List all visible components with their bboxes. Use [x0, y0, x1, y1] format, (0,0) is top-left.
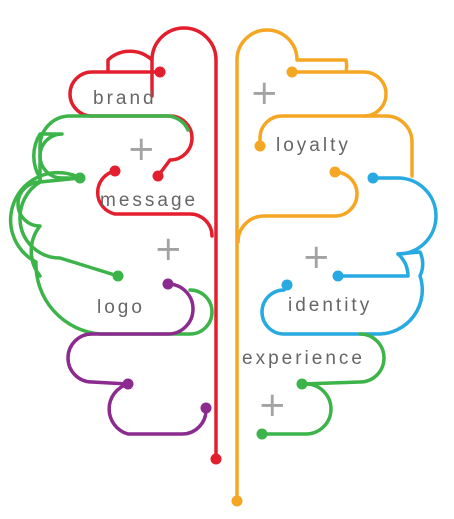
purple-wire — [66, 282, 195, 386]
label-experience: experience — [242, 348, 365, 369]
blue-node-2 — [332, 270, 344, 282]
green-right-node-1 — [296, 378, 308, 390]
purple-node-3 — [200, 402, 212, 414]
orange-node-3 — [329, 166, 341, 178]
green-right-node-2 — [256, 428, 268, 440]
red-node-2 — [152, 170, 164, 182]
orange-node-end — [231, 495, 243, 507]
label-loyalty: loyalty — [276, 135, 351, 156]
red-inner-wire — [95, 169, 214, 238]
purple-node-1 — [162, 278, 174, 290]
label-logo: logo — [97, 297, 145, 318]
red-node-3 — [109, 165, 121, 177]
green-right-lower-wire — [260, 382, 333, 436]
label-identity: identity — [288, 295, 372, 316]
orange-node-2 — [254, 140, 266, 152]
red-node-end — [210, 453, 222, 465]
green-lobe-upper — [18, 114, 190, 278]
plus-sign-1: + — [127, 129, 156, 169]
label-brand: brand — [93, 88, 157, 109]
orange-inner-wire — [236, 170, 359, 244]
blue-wire — [336, 176, 438, 278]
blue-node-1 — [367, 172, 379, 184]
green-node-1 — [74, 172, 86, 184]
blue-wire-outer — [260, 250, 425, 336]
plus-sign-3: + — [250, 73, 279, 113]
plus-sign-5: + — [258, 385, 287, 425]
plus-sign-2: + — [154, 229, 183, 269]
orange-node-1 — [286, 66, 298, 78]
red-node-1 — [154, 66, 166, 78]
plus-sign-4: + — [302, 237, 331, 277]
green-lobe-lower — [8, 170, 214, 336]
green-node-2 — [112, 270, 124, 282]
label-message: message — [100, 190, 198, 211]
purple-wire-lower — [107, 382, 208, 436]
orange-wire-right — [362, 114, 414, 178]
orange-wire — [235, 28, 388, 502]
purple-node-2 — [122, 378, 134, 390]
blue-node-3 — [281, 279, 293, 291]
